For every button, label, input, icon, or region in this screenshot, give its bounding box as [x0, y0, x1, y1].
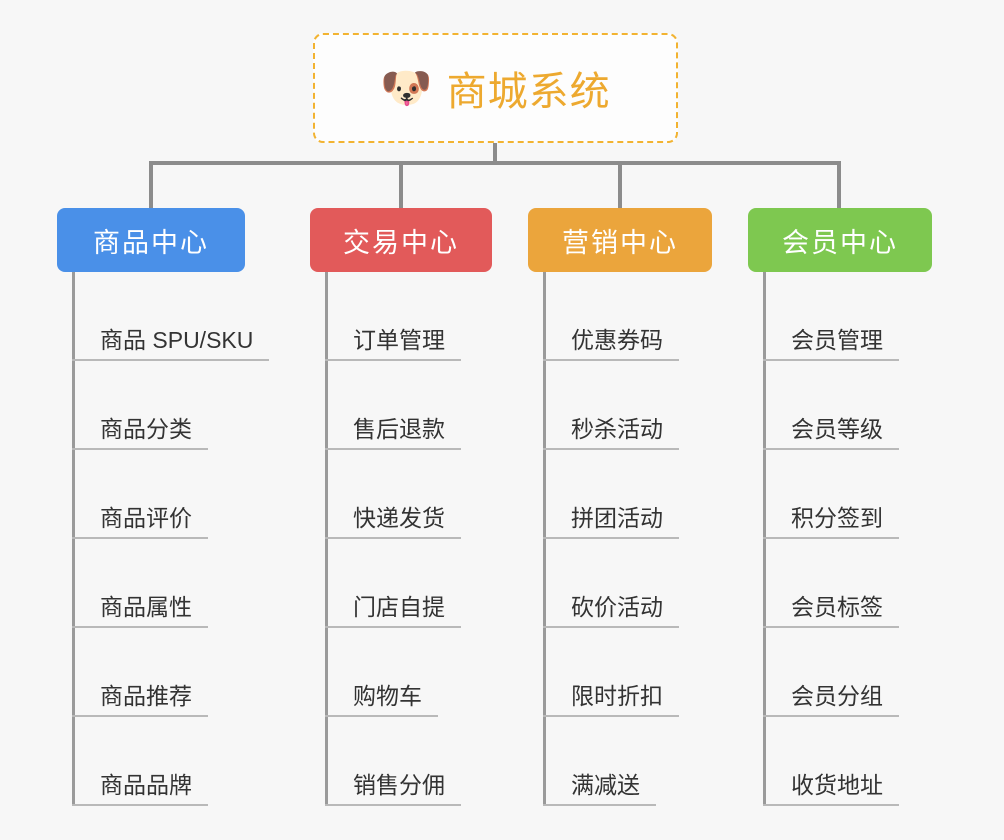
list-item[interactable]: 秒杀活动 [543, 361, 712, 450]
list-item[interactable]: 限时折扣 [543, 628, 712, 717]
list-item[interactable]: 销售分佣 [325, 717, 492, 806]
leaf-label: 商品分类 [100, 415, 192, 442]
category-column-1: 交易中心 订单管理 售后退款 快递发货 门店自提 购物车 销售分佣 [310, 208, 492, 806]
connector-drop-营销中心 [618, 161, 622, 208]
leaf-label: 秒杀活动 [571, 415, 663, 442]
category-column-3: 会员中心 会员管理 会员等级 积分签到 会员标签 会员分组 收货地址 [748, 208, 932, 806]
category-header-2[interactable]: 营销中心 [528, 208, 712, 272]
leaf-label: 砍价活动 [571, 593, 663, 620]
leaf-stem-0 [72, 272, 75, 806]
leaf-label: 销售分佣 [353, 771, 445, 798]
root-title: 商城系统 [446, 70, 611, 114]
list-item[interactable]: 积分签到 [763, 450, 932, 539]
list-item[interactable]: 快递发货 [325, 450, 492, 539]
leaf-label: 售后退款 [353, 415, 445, 442]
category-label-0: 商品中心 [93, 227, 209, 258]
root-node[interactable]: 🐶 商城系统 [313, 33, 678, 143]
leaf-label: 积分签到 [791, 504, 883, 531]
category-header-1[interactable]: 交易中心 [310, 208, 492, 272]
list-item[interactable]: 满减送 [543, 717, 712, 806]
connector-horizontal-bus [149, 161, 841, 165]
connector-drop-商品中心 [149, 161, 153, 208]
leaf-label: 订单管理 [353, 326, 445, 353]
list-item[interactable]: 商品 SPU/SKU [72, 272, 270, 361]
connector-root-stem [493, 143, 497, 164]
list-item[interactable]: 会员等级 [763, 361, 932, 450]
list-item[interactable]: 优惠券码 [543, 272, 712, 361]
leaf-list-0: 商品 SPU/SKU 商品分类 商品评价 商品属性 商品推荐 商品品牌 [57, 272, 270, 806]
leaf-label: 门店自提 [353, 593, 445, 620]
leaf-label: 会员管理 [791, 326, 883, 353]
list-item[interactable]: 会员管理 [763, 272, 932, 361]
leaf-label: 收货地址 [791, 771, 883, 798]
list-item[interactable]: 门店自提 [325, 539, 492, 628]
category-label-2: 营销中心 [562, 227, 678, 258]
list-item[interactable]: 商品属性 [72, 539, 269, 628]
leaf-label: 会员标签 [791, 593, 883, 620]
category-column-0: 商品中心 商品 SPU/SKU 商品分类 商品评价 商品属性 商品推荐 商品品牌 [57, 208, 270, 806]
leaf-stem-1 [325, 272, 328, 806]
leaf-label: 商品属性 [100, 593, 192, 620]
list-item[interactable]: 订单管理 [325, 272, 492, 361]
list-item[interactable]: 购物车 [325, 628, 492, 717]
leaf-stem-3 [763, 272, 766, 806]
list-item[interactable]: 商品推荐 [72, 628, 269, 717]
list-item[interactable]: 商品评价 [72, 450, 269, 539]
list-item[interactable]: 会员分组 [763, 628, 932, 717]
category-header-0[interactable]: 商品中心 [57, 208, 245, 272]
dog-face-icon: 🐶 [380, 64, 433, 111]
leaf-list-3: 会员管理 会员等级 积分签到 会员标签 会员分组 收货地址 [748, 272, 932, 806]
leaf-stem-2 [543, 272, 546, 806]
connector-drop-会员中心 [837, 161, 841, 208]
leaf-label: 会员分组 [791, 682, 883, 709]
list-item[interactable]: 砍价活动 [543, 539, 712, 628]
leaf-label: 限时折扣 [571, 682, 663, 709]
leaf-label: 商品评价 [100, 504, 192, 531]
leaf-label: 会员等级 [791, 415, 883, 442]
list-item[interactable]: 拼团活动 [543, 450, 712, 539]
category-header-3[interactable]: 会员中心 [748, 208, 932, 272]
list-item[interactable]: 售后退款 [325, 361, 492, 450]
leaf-label: 满减送 [571, 771, 640, 798]
leaf-list-1: 订单管理 售后退款 快递发货 门店自提 购物车 销售分佣 [310, 272, 492, 806]
leaf-label: 快递发货 [353, 504, 445, 531]
leaf-label: 购物车 [353, 682, 422, 709]
leaf-label: 优惠券码 [571, 326, 663, 353]
leaf-label: 商品品牌 [100, 771, 192, 798]
leaf-label: 商品推荐 [100, 682, 192, 709]
list-item[interactable]: 收货地址 [763, 717, 932, 806]
list-item[interactable]: 会员标签 [763, 539, 932, 628]
category-label-1: 交易中心 [343, 227, 459, 258]
leaf-label: 商品 SPU/SKU [100, 326, 254, 353]
list-item[interactable]: 商品分类 [72, 361, 269, 450]
connector-drop-交易中心 [399, 161, 403, 208]
list-item[interactable]: 商品品牌 [72, 717, 269, 806]
leaf-label: 拼团活动 [571, 504, 663, 531]
category-column-2: 营销中心 优惠券码 秒杀活动 拼团活动 砍价活动 限时折扣 满减送 [528, 208, 712, 806]
category-label-3: 会员中心 [782, 227, 898, 258]
leaf-list-2: 优惠券码 秒杀活动 拼团活动 砍价活动 限时折扣 满减送 [528, 272, 712, 806]
